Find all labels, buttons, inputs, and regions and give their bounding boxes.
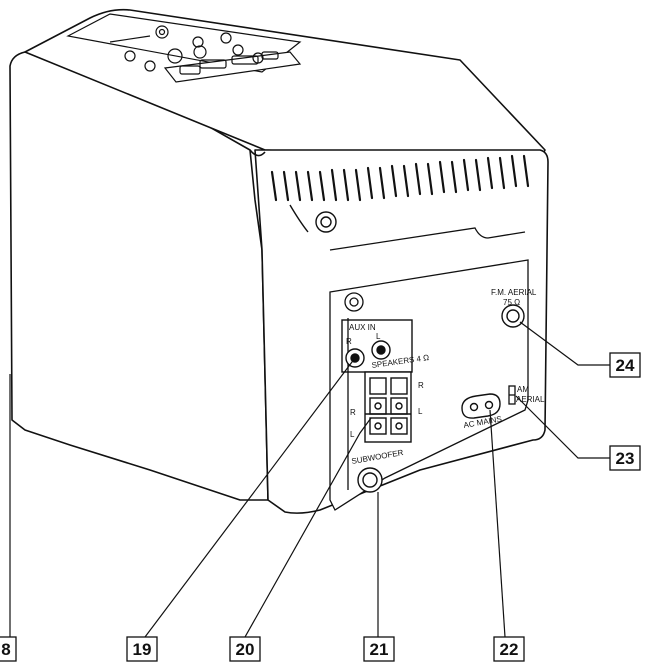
am-aerial-terminal	[508, 385, 516, 405]
callout-19: 19	[126, 636, 158, 662]
connector-panel	[329, 227, 529, 511]
spk-r-top-label: R	[418, 381, 424, 390]
spk-l-right-label: L	[418, 407, 423, 416]
subwoofer-jack	[357, 467, 383, 493]
aux-r-label: R	[346, 337, 352, 346]
callout-24-number: 24	[616, 356, 635, 375]
aux-l-label: L	[376, 332, 381, 341]
top-control-panel	[66, 13, 302, 83]
callout-23: 23	[609, 445, 641, 471]
aux-in-label: AUX IN	[349, 323, 376, 332]
am-aerial-label-2: AERIAL	[516, 395, 545, 404]
callout-20: 20	[229, 636, 261, 662]
callout-20-number: 20	[236, 640, 255, 659]
fm-aerial-label-1: F.M. AERIAL	[491, 288, 537, 297]
spk-r-left-label: R	[350, 408, 356, 417]
spk-l-left-label: L	[350, 430, 355, 439]
callout-22: 22	[493, 636, 525, 662]
vent-grille	[270, 154, 530, 202]
leader-lines	[144, 321, 610, 638]
top-rear-jack	[289, 204, 337, 233]
aux-in-jacks	[341, 319, 413, 373]
fm-aerial-label-2: 75 Ω	[503, 298, 520, 307]
callout-22-number: 22	[500, 640, 519, 659]
callout-21: 21	[363, 636, 395, 662]
callout-24: 24	[609, 352, 641, 378]
callout-partial: 8	[0, 374, 17, 662]
speaker-terminals	[364, 371, 412, 443]
callout-23-number: 23	[616, 449, 635, 468]
callout-partial-number: 8	[1, 640, 10, 659]
callout-21-number: 21	[370, 640, 389, 659]
callout-19-number: 19	[133, 640, 152, 659]
fm-aerial-connector	[501, 304, 525, 328]
am-aerial-label-1: AM	[517, 385, 529, 394]
